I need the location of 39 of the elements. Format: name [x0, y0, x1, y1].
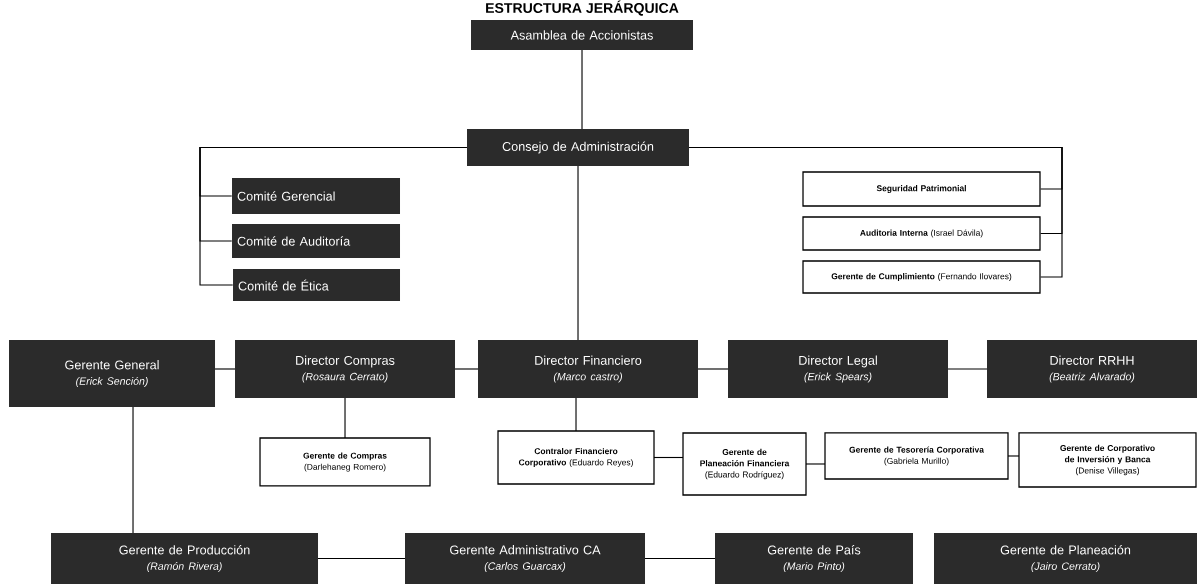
connector-line: [688, 146, 1063, 278]
position-box: Auditoria Interna (Israel Dávila): [802, 216, 1041, 251]
title: ESTRUCTURA JERÁRQUICA: [486, 0, 679, 16]
connector-line: [454, 368, 479, 370]
connector-line: [577, 165, 579, 341]
connector-line: [1007, 455, 1020, 457]
position-box: Contralor Financiero Corporativo (Eduardo Reyes): [497, 430, 655, 485]
position-box: Director Compras (Rosaura Cerrato): [235, 340, 455, 398]
connector-line: [697, 368, 729, 370]
connector-line: [214, 368, 236, 370]
position-box: Consejo de Administración: [467, 129, 689, 166]
connector-line: [575, 397, 577, 432]
position-box: Director RRHH (Beatriz Alvarado): [987, 340, 1197, 398]
position-box: Gerente de Planeación Financiera (Eduardo Rodríguez): [682, 432, 807, 496]
connector-line: [947, 368, 988, 370]
connector-line: [581, 49, 583, 130]
position-box: Seguridad Patrimonial: [802, 171, 1041, 207]
connector-line: [317, 557, 406, 560]
position-box: Gerente de Cumplimiento (Fernando Ilovares): [802, 260, 1041, 294]
connector-line: [644, 557, 716, 560]
position-box: Gerente General (Erick Sención): [9, 340, 215, 407]
connector-line: [132, 406, 134, 534]
committee-box: Comité de Ética: [233, 269, 400, 301]
connector-line: [653, 456, 684, 459]
connector-line: [199, 146, 468, 286]
position-box: Gerente de Compras (Darlehaneg Romero): [259, 437, 431, 487]
position-box: Gerente de País (Mario Pinto): [715, 533, 913, 584]
position-box: Director Financiero (Marco castro): [478, 340, 698, 398]
position-box: Gerente de Corporativo de Inversión y Banca (Denise Villegas): [1018, 432, 1197, 488]
position-box: Asamblea de Accionistas: [471, 20, 693, 50]
position-box: Gerente de Producción (Ramón Rivera): [51, 533, 318, 584]
position-box: Gerente de Planeación (Jairo Cerrato): [934, 533, 1197, 584]
committee-box: Comité de Auditoría: [232, 224, 400, 258]
position-box: Gerente Administrativo CA (Carlos Guarcax): [405, 533, 645, 584]
connector-line: [805, 463, 826, 465]
position-box: Gerente de Tesorería Corporativa (Gabriela Murillo): [824, 432, 1009, 480]
connector-line: [344, 397, 346, 439]
committee-box: Comité Gerencial: [232, 178, 400, 214]
position-box: Director Legal (Erick Spears): [728, 340, 948, 398]
